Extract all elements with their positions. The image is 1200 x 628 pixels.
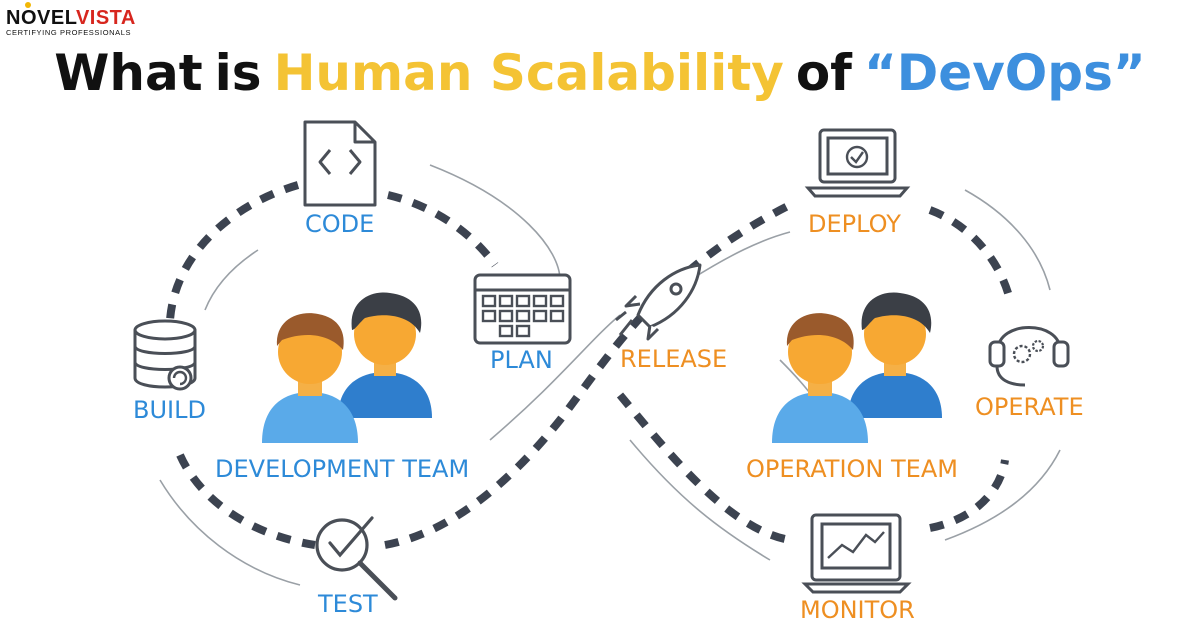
laptop-check-icon (804, 128, 911, 198)
infinity-loop (166, 181, 1014, 549)
logo-letter-o: O (20, 7, 38, 29)
headset-gears-icon (988, 326, 1070, 387)
rocket-icon (615, 263, 702, 341)
magnifier-check-icon (315, 516, 398, 601)
logo-wordmark: NOVELVISTA (6, 8, 136, 28)
stage-label-monitor: MONITOR (800, 596, 915, 624)
stage-label-deploy: DEPLOY (808, 210, 901, 238)
stage-label-build: BUILD (133, 396, 206, 424)
guide-arcs (159, 164, 1061, 586)
team-label-operation: OPERATION TEAM (746, 455, 958, 483)
stage-label-code: CODE (305, 210, 375, 238)
title-is: is (214, 44, 262, 102)
stage-label-plan: PLAN (490, 346, 553, 374)
title-of: of (795, 44, 852, 102)
stage-label-operate: OPERATE (975, 393, 1084, 421)
development-team-people-icon (262, 292, 432, 443)
stage-label-test: TEST (318, 590, 378, 618)
logo-tagline: CERTIFYING PROFESSIONALS (6, 28, 132, 37)
title-devops: “DevOps” (863, 44, 1146, 102)
title-what: What (54, 44, 203, 102)
calendar-icon (473, 273, 572, 345)
monitor-chart-icon (801, 513, 912, 594)
team-label-development: DEVELOPMENT TEAM (215, 455, 470, 483)
novelvista-logo: NOVELVISTA CERTIFYING PROFESSIONALS (6, 8, 136, 37)
database-icon (133, 319, 197, 391)
logo-letter-n: N (6, 7, 21, 29)
title-human-scalability: Human Scalability (273, 44, 784, 102)
logo-text-vel: VEL (37, 7, 76, 29)
code-file-icon (303, 120, 377, 207)
stage-label-release: RELEASE (620, 345, 728, 373)
operation-team-people-icon (772, 292, 942, 443)
logo-text-vista: VISTA (75, 7, 136, 29)
